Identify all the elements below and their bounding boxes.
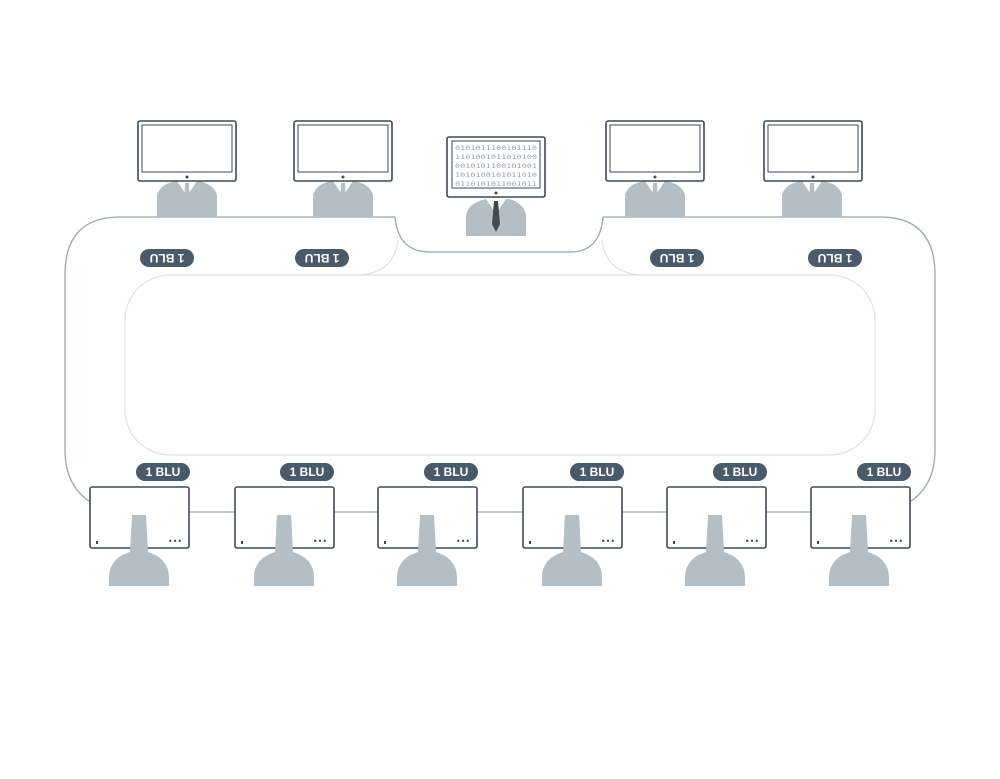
dealer-tie-icon [492, 201, 500, 232]
monitor-led [384, 541, 386, 544]
bet-chip-label: 1 BLU [146, 465, 181, 479]
player-back [829, 515, 889, 586]
monitor-dots: ••• [168, 537, 182, 546]
bet-chip: 1 BLU [650, 249, 704, 267]
table-inner-arc-right [601, 239, 641, 276]
dealer-binary-line: 1101001011010100 [455, 153, 537, 161]
player-back [685, 515, 745, 586]
monitor-dots: ••• [313, 537, 327, 546]
bet-chip-label: 1 BLU [290, 465, 325, 479]
bet-chip: 1 BLU [295, 249, 349, 267]
bet-chip: 1 BLU [713, 463, 767, 481]
tie-icon [652, 183, 658, 212]
bet-chip-label: 1 BLU [434, 465, 469, 479]
monitor-led [653, 175, 657, 179]
monitor-dots: ••• [889, 537, 903, 546]
bet-chip-bg [570, 463, 624, 481]
bet-chip-label: 1 BLU [723, 465, 758, 479]
bottom-seat-3[interactable]: 1 BLU ••• [377, 463, 478, 586]
dealer-binary-line: 0110101011001011 [455, 180, 537, 188]
bet-chip: 1 BLU [136, 463, 190, 481]
dealer-screen [451, 140, 541, 189]
tie-icon [184, 183, 190, 212]
bet-chip-label: 1 BLU [305, 251, 340, 265]
player-back [542, 515, 602, 586]
player-screen [609, 124, 701, 173]
bet-chip-bg [713, 463, 767, 481]
bet-chip-label: 1 BLU [660, 251, 695, 265]
bottom-seat-4[interactable]: 1 BLU ••• [522, 463, 624, 586]
bet-chip-bg [650, 249, 704, 267]
monitor-dots: ••• [456, 537, 470, 546]
player-back [109, 515, 169, 586]
monitor-led [96, 541, 98, 544]
bottom-seat-5[interactable]: 1 BLU ••• [666, 463, 767, 586]
bet-chip-bg [857, 463, 911, 481]
dealer-binary-line: 0101011100101110 [455, 144, 537, 152]
bet-chip-label: 1 BLU [818, 251, 853, 265]
monitor-dots: ••• [745, 537, 759, 546]
player-screen [297, 124, 389, 173]
player-screen [767, 124, 859, 173]
bet-chip: 1 BLU [280, 463, 334, 481]
bet-chip-bg [295, 249, 349, 267]
bet-chip: 1 BLU [570, 463, 624, 481]
bet-chip-bg [808, 249, 862, 267]
bet-chip-bg [280, 463, 334, 481]
bet-chip-label: 1 BLU [580, 465, 615, 479]
top-seat-2[interactable]: 1 BLU [293, 120, 393, 267]
bet-chip: 1 BLU [808, 249, 862, 267]
monitor-led [817, 541, 819, 544]
bottom-seat-2[interactable]: 1 BLU ••• [234, 463, 335, 586]
table-inner-arc-left [359, 239, 399, 276]
player-back [397, 515, 457, 586]
bet-chip: 1 BLU [424, 463, 478, 481]
tie-icon [340, 183, 346, 212]
monitor-led [529, 541, 531, 544]
dealer-seat: 0101011100101110 1101001011010100 001010… [446, 136, 546, 236]
bet-chip-bg [140, 249, 194, 267]
monitor-led [673, 541, 675, 544]
table-outer-rail [64, 216, 936, 513]
tie-icon [809, 183, 815, 212]
bet-chip-bg [424, 463, 478, 481]
table-inner-line [124, 274, 876, 456]
bet-chip: 1 BLU [140, 249, 194, 267]
dealer-binary-line: 1010100101011010 [455, 171, 537, 179]
top-seat-4[interactable]: 1 BLU [763, 120, 863, 267]
monitor-dots: ••• [601, 537, 615, 546]
player-back [254, 515, 314, 586]
top-seat-3[interactable]: 1 BLU [605, 120, 705, 267]
bet-chip-label: 1 BLU [150, 251, 185, 265]
monitor-led [241, 541, 243, 544]
monitor-led [341, 175, 345, 179]
bet-chip-label: 1 BLU [867, 465, 902, 479]
dealer-binary-line: 0010101100101001 [455, 162, 537, 170]
monitor-led [811, 175, 815, 179]
player-screen [141, 124, 233, 173]
dealer-monitor-led [494, 191, 498, 195]
bet-chip: 1 BLU [857, 463, 911, 481]
top-seat-1[interactable]: 1 BLU [137, 120, 237, 267]
monitor-led [185, 175, 189, 179]
bottom-seat-1[interactable]: 1 BLU ••• [89, 463, 190, 586]
bet-chip-bg [136, 463, 190, 481]
bottom-seat-6[interactable]: 1 BLU ••• [810, 463, 911, 586]
